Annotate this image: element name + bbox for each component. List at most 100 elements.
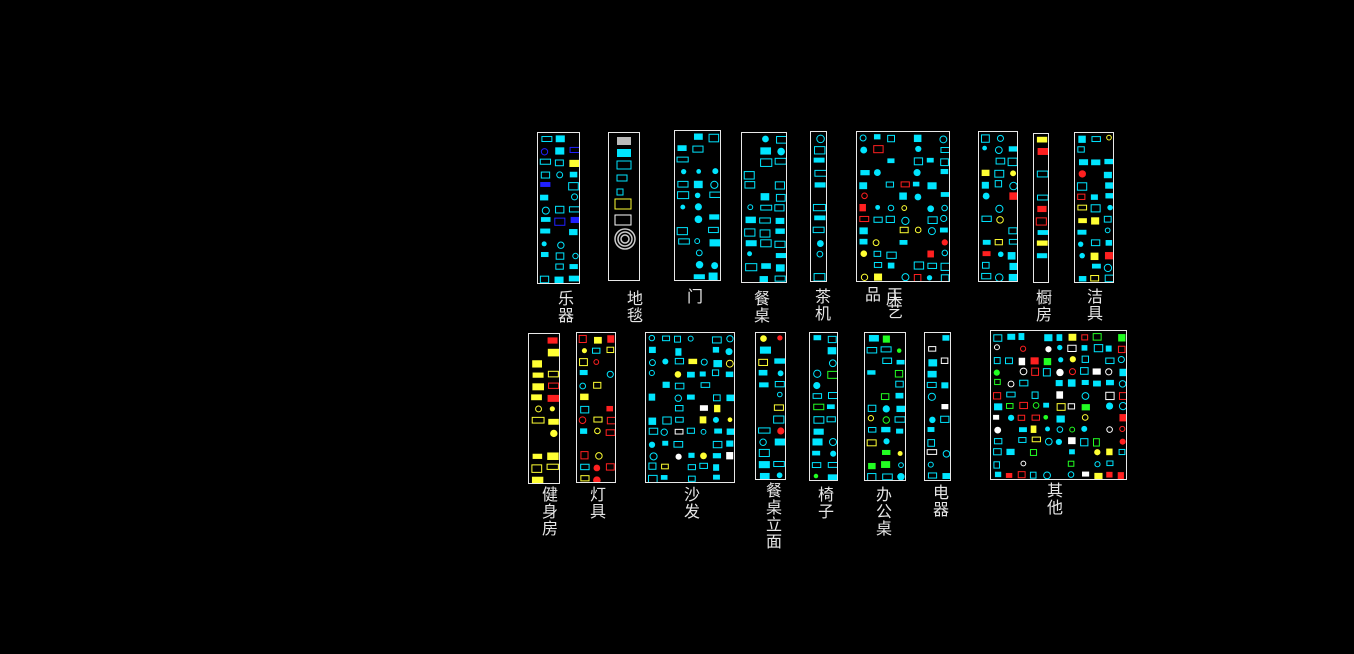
cad-symbol xyxy=(579,358,588,367)
cad-symbol xyxy=(1017,471,1026,479)
cad-symbol xyxy=(1019,345,1027,352)
cad-symbol xyxy=(814,215,826,221)
glyphs-qita xyxy=(993,333,1126,479)
cad-symbol xyxy=(813,335,822,341)
cad-symbol xyxy=(593,381,602,389)
cad-symbol xyxy=(896,428,904,434)
cad-symbol xyxy=(927,262,938,269)
cad-symbol xyxy=(1117,345,1126,354)
rug-circle xyxy=(614,228,636,250)
cad-symbol xyxy=(777,370,784,377)
cad-symbol xyxy=(688,358,698,365)
cad-symbol xyxy=(993,369,1000,376)
cad-symbol xyxy=(1103,171,1112,179)
cad-symbol xyxy=(981,261,990,269)
cad-symbol xyxy=(1031,436,1041,443)
cad-symbol xyxy=(696,169,702,174)
block-bangongzhuo[interactable] xyxy=(864,332,906,481)
block-chufang-a[interactable] xyxy=(978,131,1018,282)
glyphs-yizi xyxy=(811,335,837,480)
block-canzhuo[interactable] xyxy=(741,132,787,283)
cad-symbol xyxy=(579,369,588,376)
cad-symbol xyxy=(776,391,783,398)
cad-symbol xyxy=(593,476,601,482)
block-dengju[interactable] xyxy=(576,332,616,483)
cad-symbol xyxy=(942,335,950,341)
block-chuang[interactable] xyxy=(856,131,950,282)
cad-symbol xyxy=(1090,275,1100,282)
cad-symbol xyxy=(710,180,719,189)
cad-symbol xyxy=(1090,252,1099,261)
label-yueqi: 乐器 xyxy=(555,290,574,324)
cad-symbol xyxy=(712,416,719,423)
label-chuang: 床 xyxy=(883,290,902,307)
block-jianshenfang[interactable] xyxy=(528,333,560,484)
cad-symbol xyxy=(927,370,937,378)
cad-symbol xyxy=(532,360,543,368)
cad-symbol xyxy=(813,157,825,163)
cad-symbol xyxy=(1029,471,1037,479)
cad-symbol xyxy=(882,449,891,455)
block-shafa[interactable] xyxy=(645,332,735,483)
cad-symbol xyxy=(554,217,566,226)
cad-symbol xyxy=(1031,414,1040,421)
cad-symbol xyxy=(549,406,555,412)
cad-symbol xyxy=(775,253,786,259)
cad-symbol xyxy=(982,192,990,200)
cad-symbol xyxy=(1068,333,1077,341)
cad-symbol xyxy=(1094,449,1101,456)
block-ditan[interactable] xyxy=(608,132,640,281)
cad-symbol xyxy=(540,217,551,222)
cad-symbol xyxy=(812,203,826,212)
cad-symbol xyxy=(554,276,564,283)
cad-symbol xyxy=(1105,357,1115,365)
cad-symbol xyxy=(940,274,949,281)
cad-symbol xyxy=(775,193,786,202)
cad-symbol xyxy=(605,463,615,471)
cad-symbol xyxy=(1007,380,1015,388)
cad-symbol xyxy=(899,192,907,200)
label-dianqi: 电器 xyxy=(930,484,949,518)
block-canzhuo-limian[interactable] xyxy=(755,332,786,480)
cad-symbol xyxy=(725,371,734,378)
cad-symbol xyxy=(900,181,910,188)
cad-symbol xyxy=(1018,333,1025,341)
cad-symbol xyxy=(859,238,868,245)
block-men[interactable] xyxy=(674,130,721,281)
block-chaji[interactable] xyxy=(810,131,827,282)
cad-symbol xyxy=(980,134,990,143)
block-qita[interactable] xyxy=(990,330,1127,480)
cad-symbol xyxy=(927,461,934,468)
cad-symbol xyxy=(774,275,786,282)
glyphs-canzhuo xyxy=(743,135,786,282)
cad-symbol xyxy=(775,228,785,234)
block-yizi[interactable] xyxy=(809,332,838,481)
cad-symbol xyxy=(941,404,949,410)
cad-symbol xyxy=(913,261,925,270)
cad-symbol xyxy=(548,382,559,389)
label-jieju: 洁具 xyxy=(1084,288,1103,322)
cad-symbol xyxy=(994,378,1001,386)
cad-symbol xyxy=(687,475,696,482)
cad-symbol xyxy=(1092,368,1101,375)
cad-symbol xyxy=(1056,415,1065,423)
block-dianqi[interactable] xyxy=(924,332,951,481)
cad-symbol xyxy=(1069,356,1076,363)
block-jieju[interactable] xyxy=(1074,132,1114,283)
cad-symbol xyxy=(711,262,719,270)
cad-symbol xyxy=(532,453,543,459)
cad-symbol xyxy=(713,464,720,471)
cad-symbol xyxy=(915,145,922,153)
block-chufang-b[interactable] xyxy=(1033,133,1049,283)
cad-symbol xyxy=(1005,403,1014,409)
cad-symbol xyxy=(699,371,706,377)
cad-symbol xyxy=(677,191,690,200)
label-men: 门 xyxy=(684,288,703,305)
cad-symbol xyxy=(759,472,770,479)
cad-symbol xyxy=(595,452,603,460)
cad-symbol xyxy=(868,426,877,433)
cad-symbol xyxy=(1080,367,1089,375)
block-yueqi[interactable] xyxy=(537,132,580,284)
cad-symbol xyxy=(661,463,669,470)
